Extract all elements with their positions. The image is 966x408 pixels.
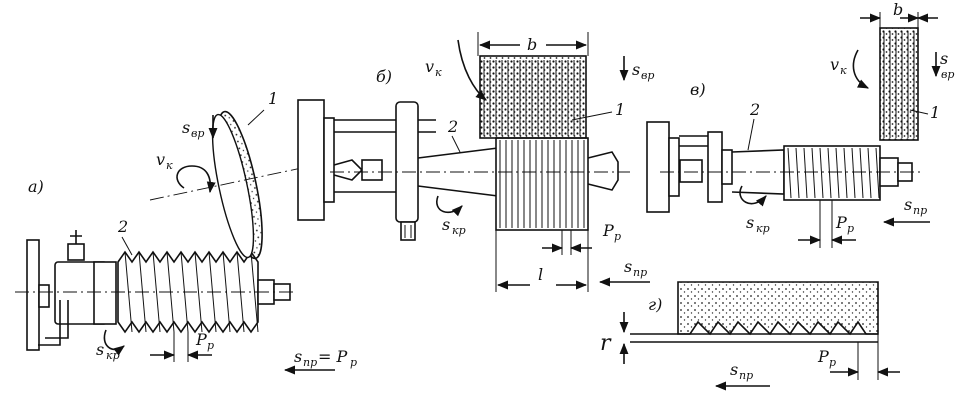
pitch-d: P bbox=[817, 347, 829, 366]
svg-text:к: к bbox=[840, 64, 847, 77]
headstock-plate bbox=[26, 239, 40, 351]
threaded-workpiece-c bbox=[783, 145, 881, 201]
grinding-wheel-c bbox=[879, 27, 919, 141]
panel-c: в) b 1 2 v к s вр s bbox=[646, 0, 954, 248]
wheel-speed-c: v bbox=[830, 55, 839, 74]
panel-a-tag: а) bbox=[28, 177, 44, 196]
driving-dog-b bbox=[395, 101, 419, 223]
thread-line bbox=[787, 147, 792, 199]
panel-d-tag: г) bbox=[648, 295, 662, 314]
svg-text:кр: кр bbox=[756, 222, 770, 235]
panel-b: б) b 1 2 v к bbox=[297, 32, 654, 292]
svg-text:вр: вр bbox=[641, 69, 654, 82]
thread-line bbox=[827, 147, 832, 199]
svg-text:р: р bbox=[847, 222, 854, 235]
svg-text:вр: вр bbox=[191, 127, 204, 140]
svg-text:к: к bbox=[166, 159, 173, 172]
long-feed-d: s bbox=[730, 360, 738, 379]
circular-feed-b: s bbox=[442, 215, 450, 234]
wheel-speed-b: v bbox=[425, 57, 434, 76]
thread-line bbox=[867, 147, 872, 199]
width-b: b bbox=[527, 35, 537, 54]
part-number-c: 2 bbox=[749, 100, 760, 119]
thread-line bbox=[843, 147, 848, 199]
thread-line bbox=[859, 147, 864, 199]
svg-text:пр: пр bbox=[913, 204, 927, 217]
circular-feed-arrow-b bbox=[436, 195, 463, 217]
circular-feed-arrow-a bbox=[103, 329, 125, 356]
width-c: b bbox=[893, 0, 903, 19]
svg-text:пр: пр bbox=[633, 266, 647, 279]
thread-line bbox=[803, 147, 808, 199]
svg-text:к: к bbox=[435, 66, 442, 79]
svg-text:р: р bbox=[350, 356, 357, 369]
long-feed-c: s bbox=[904, 195, 912, 214]
part-number-a: 2 bbox=[117, 217, 128, 236]
thread-line bbox=[835, 147, 840, 199]
svg-text:кр: кр bbox=[452, 224, 466, 237]
svg-text:кр: кр bbox=[106, 349, 120, 362]
pitch-b: P bbox=[602, 221, 614, 240]
radius-d: r bbox=[600, 331, 612, 356]
thread-line bbox=[851, 147, 856, 199]
wheel-speed-a: v bbox=[156, 150, 165, 169]
feed-radial-a: s bbox=[182, 118, 190, 137]
wheel-profile-d bbox=[677, 281, 879, 336]
wheel-rotation-arrow-a bbox=[176, 165, 216, 194]
panel-c-tag: в) bbox=[690, 80, 706, 99]
panel-a: а) 1 2 s bbox=[15, 89, 357, 375]
wheel-number-b: 1 bbox=[615, 100, 625, 119]
thread-line bbox=[811, 147, 816, 199]
grinding-wheel-a bbox=[149, 110, 331, 260]
panel-b-tag: б) bbox=[376, 67, 392, 86]
length-b: l bbox=[538, 265, 543, 284]
thread-line bbox=[819, 147, 824, 199]
thread-line bbox=[875, 147, 880, 199]
svg-text:р: р bbox=[614, 230, 621, 243]
panel-d: г) r P р s пр bbox=[600, 281, 900, 391]
driving-dog-c bbox=[707, 131, 723, 203]
svg-text:р: р bbox=[829, 356, 836, 369]
long-feed-b: s bbox=[624, 257, 632, 276]
pitch-c: P bbox=[835, 213, 847, 232]
feed-radial-b: s bbox=[632, 60, 640, 79]
pitch-a: P bbox=[195, 330, 207, 349]
wheel-number-a: 1 bbox=[268, 89, 278, 108]
svg-text:пр: пр bbox=[303, 356, 317, 369]
headstock-c bbox=[646, 121, 670, 213]
svg-text:= P: = P bbox=[318, 347, 347, 366]
wheel-rotation-arrow-b bbox=[457, 39, 487, 101]
svg-text:вр: вр bbox=[941, 68, 954, 81]
wheel-rotation-arrow-c bbox=[852, 49, 870, 89]
long-feed-a: s bbox=[294, 347, 302, 366]
svg-text:пр: пр bbox=[739, 369, 753, 382]
headstock-b bbox=[297, 99, 325, 221]
circular-feed-c: s bbox=[746, 213, 754, 232]
part-number-b: 2 bbox=[447, 117, 458, 136]
wheel-number-c: 1 bbox=[930, 103, 940, 122]
thread-line bbox=[795, 147, 800, 199]
circular-feed-arrow-c bbox=[739, 185, 767, 207]
svg-text:р: р bbox=[207, 339, 214, 352]
circular-feed-a: s bbox=[96, 340, 104, 359]
feed-radial-c: s bbox=[940, 49, 948, 68]
